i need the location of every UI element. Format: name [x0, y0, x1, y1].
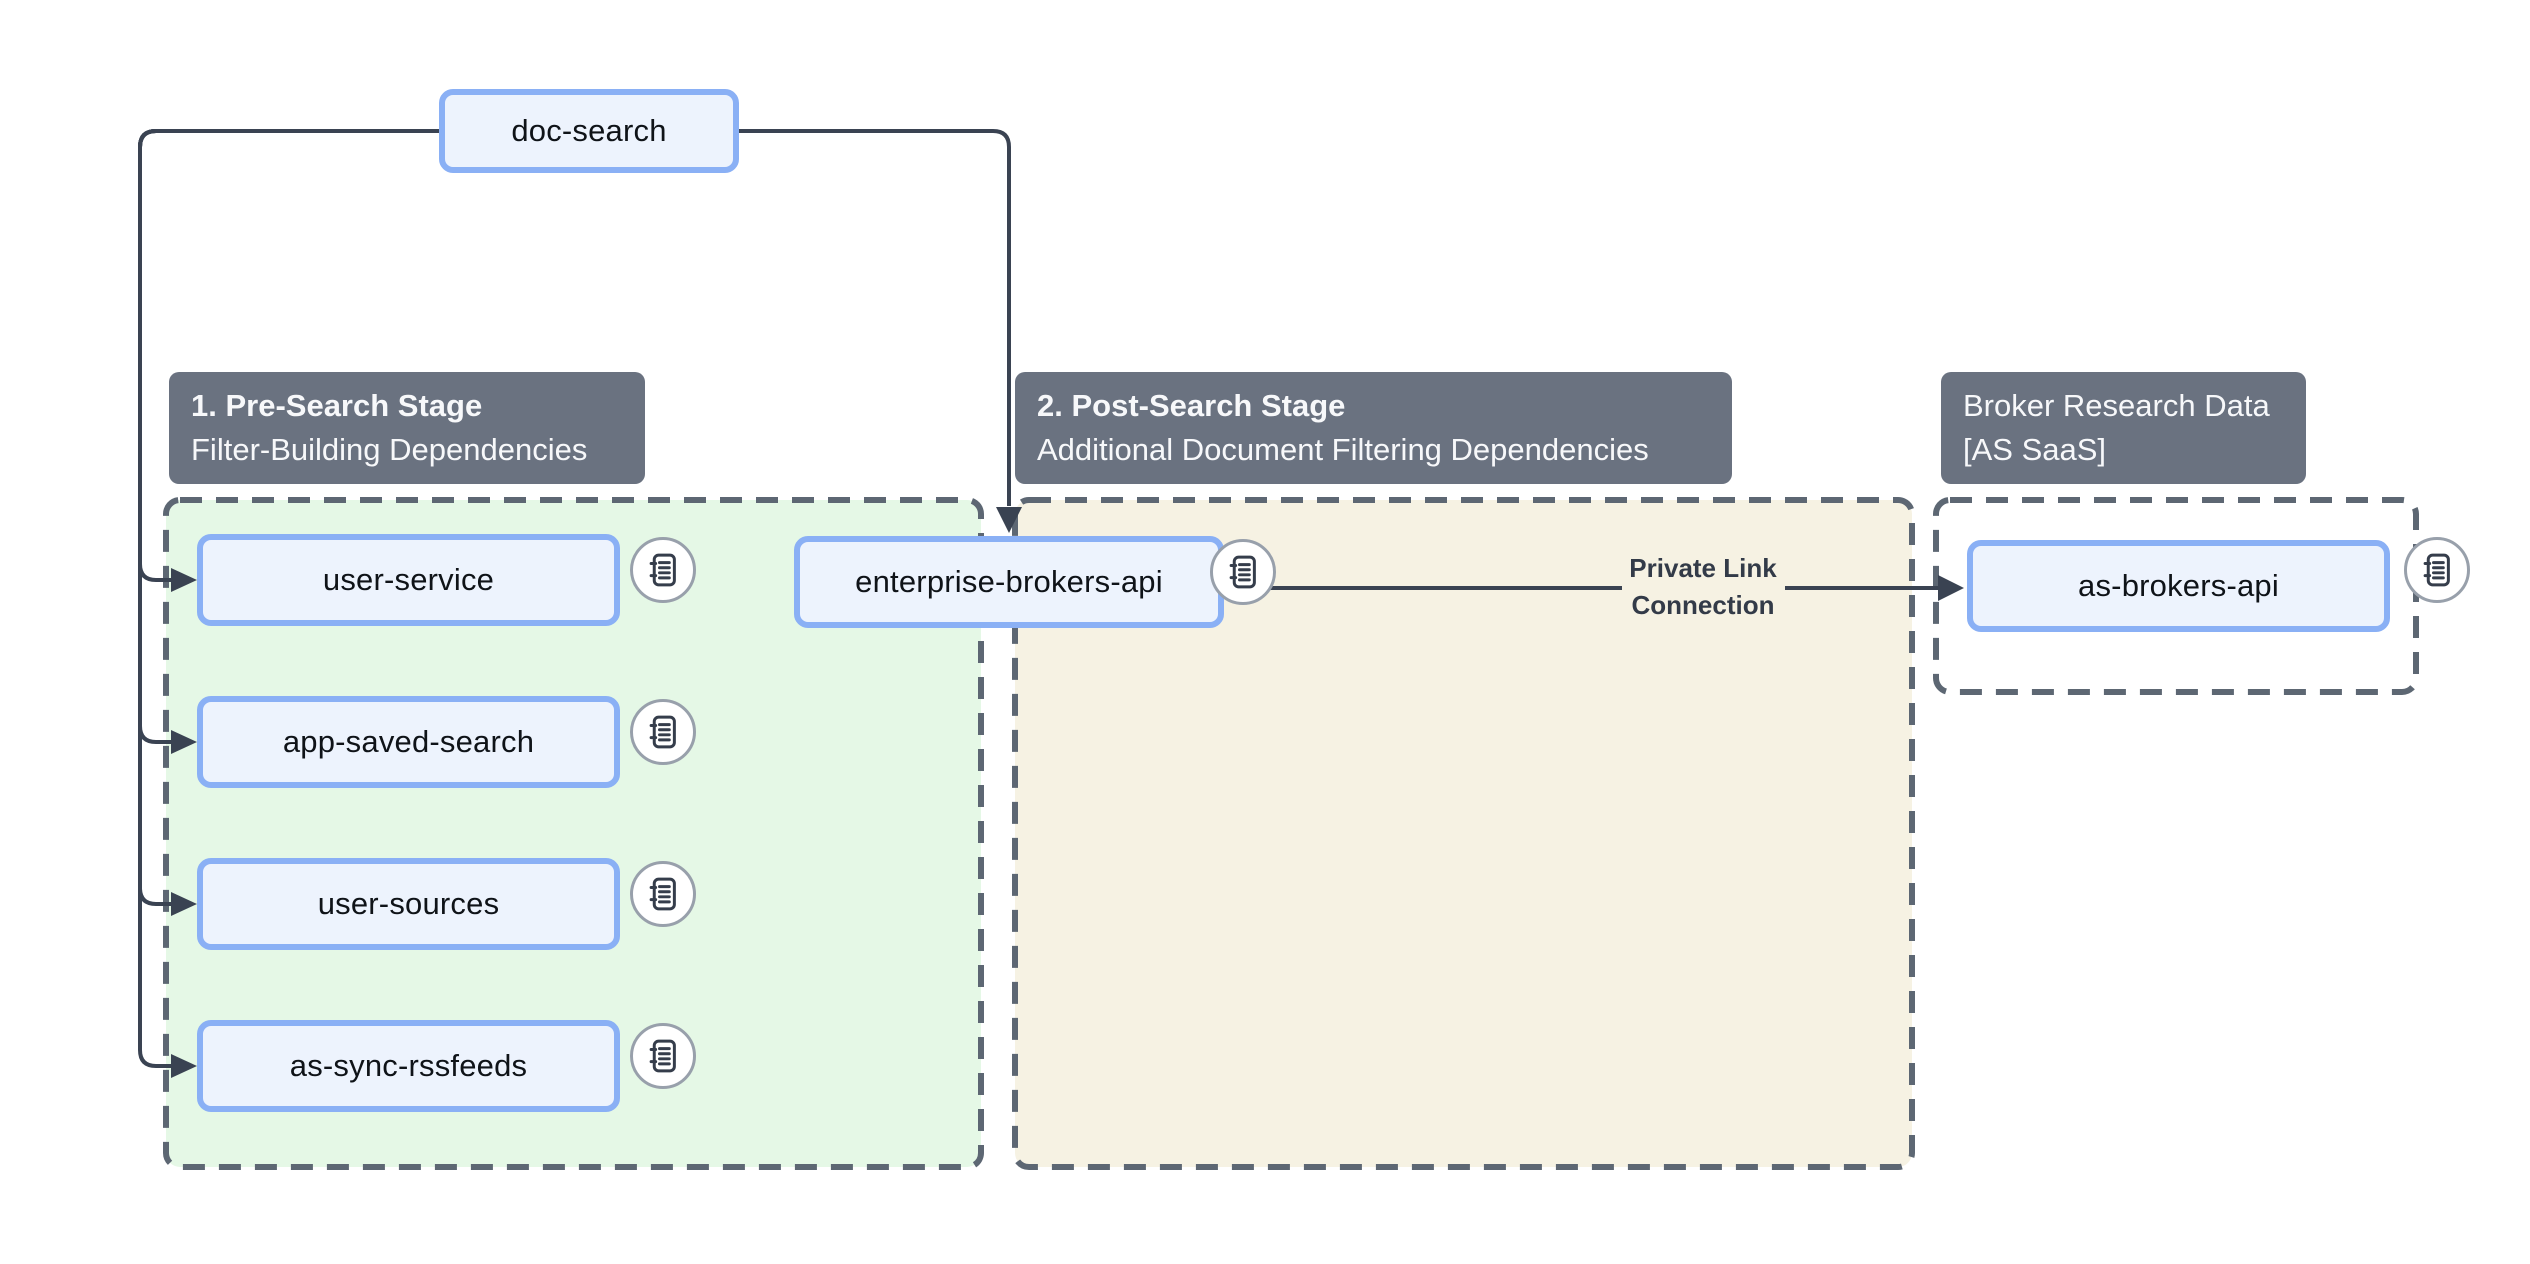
private-link-connection-label: Private Link Connection	[1595, 550, 1811, 624]
arrowhead	[1938, 575, 1964, 601]
arrowhead	[171, 892, 197, 916]
post-search-stage-label: 2. Post-Search Stage Additional Document…	[1015, 372, 1732, 484]
user-service-doc-badge	[630, 537, 696, 603]
post-search-stage-subtitle: Additional Document Filtering Dependenci…	[1037, 432, 1649, 467]
node-user-sources: user-sources	[197, 858, 620, 950]
node-as-brokers-api: as-brokers-api	[1967, 540, 2390, 632]
as-brokers-api-doc-badge	[2404, 537, 2470, 603]
pre-search-stage-label: 1. Pre-Search Stage Filter-Building Depe…	[169, 372, 645, 484]
private-link-line1: Private Link	[1629, 553, 1777, 583]
post-search-container	[1012, 497, 1915, 1170]
edge-doc-search-user-sources	[138, 129, 439, 906]
enterprise-brokers-api-doc-badge	[1210, 539, 1276, 605]
user-sources-doc-badge	[630, 861, 696, 927]
pre-search-stage-subtitle: Filter-Building Dependencies	[191, 432, 588, 467]
node-app-saved-search: app-saved-search	[197, 696, 620, 788]
notebook-text-icon	[649, 553, 676, 587]
edge-doc-search-as-sync-rssfeeds	[138, 129, 439, 1068]
arrowhead	[996, 507, 1022, 533]
pre-search-container	[163, 497, 984, 1170]
notebook-text-icon	[649, 1039, 676, 1073]
private-link-line2: Connection	[1631, 590, 1775, 620]
edge-doc-search-user-service	[138, 129, 439, 582]
node-doc-search: doc-search	[439, 89, 739, 173]
app-saved-search-doc-badge	[630, 699, 696, 765]
broker-research-data-label: Broker Research Data [AS SaaS]	[1941, 372, 2306, 484]
arrowhead	[171, 1054, 197, 1078]
post-search-stage-title: 2. Post-Search Stage	[1037, 388, 1346, 423]
pre-search-stage-title: 1. Pre-Search Stage	[191, 388, 483, 423]
notebook-text-icon	[649, 877, 676, 911]
node-enterprise-brokers-api: enterprise-brokers-api	[794, 536, 1224, 628]
broker-research-data-title: Broker Research Data	[1963, 388, 2270, 423]
node-as-sync-rssfeeds: as-sync-rssfeeds	[197, 1020, 620, 1112]
notebook-text-icon	[649, 715, 676, 749]
node-user-service: user-service	[197, 534, 620, 626]
arrowhead	[171, 568, 197, 592]
as-sync-rssfeeds-doc-badge	[630, 1023, 696, 1089]
notebook-text-icon	[1229, 555, 1256, 589]
broker-research-data-subtitle: [AS SaaS]	[1963, 432, 2107, 467]
edge-doc-search-enterprise-brokers-api	[739, 129, 1011, 506]
arrowhead	[171, 730, 197, 754]
notebook-text-icon	[2423, 553, 2450, 587]
